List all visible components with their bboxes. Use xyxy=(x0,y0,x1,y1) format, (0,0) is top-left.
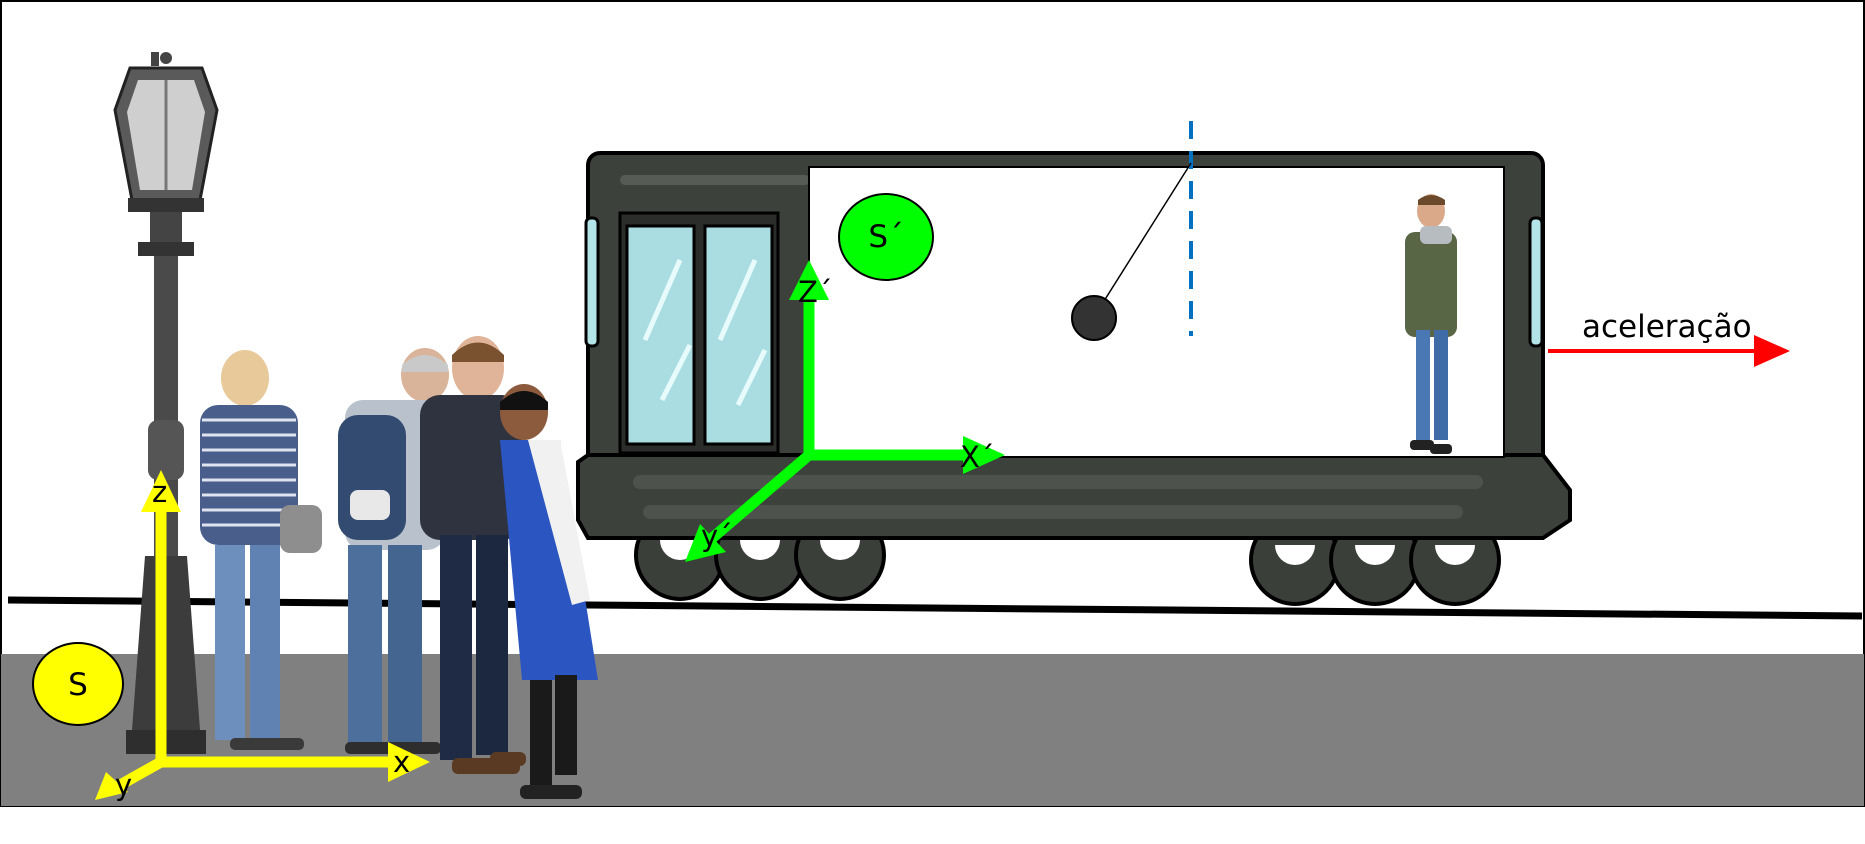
bystander-woman-blue-coat xyxy=(500,384,598,799)
pendulum-bob xyxy=(1071,295,1117,341)
axis-y xyxy=(117,757,164,790)
axis-y-prime-arrowhead xyxy=(685,524,726,562)
passenger-in-train xyxy=(1405,194,1457,454)
train-frame-axes xyxy=(685,260,1005,562)
ground-frame-badge xyxy=(32,642,124,726)
platform xyxy=(1,654,1864,806)
axis-y-prime-label: y´ xyxy=(701,519,733,553)
bystanders xyxy=(200,336,598,799)
train-frame-label: S´ xyxy=(868,219,903,255)
axis-x-prime-arrowhead xyxy=(963,436,1005,474)
acceleration-label: aceleração xyxy=(1582,309,1752,345)
axis-z-arrowhead xyxy=(141,470,181,512)
ground-frame-label: S xyxy=(68,667,88,703)
pendulum xyxy=(1071,121,1193,341)
axis-y-arrowhead xyxy=(95,772,128,800)
axis-x-label: x xyxy=(393,745,410,779)
rail-track xyxy=(7,596,1863,620)
bystander-woman-striped xyxy=(200,350,322,750)
axis-x-arrowhead xyxy=(388,742,430,782)
axis-y-label: y xyxy=(115,768,132,802)
axis-x-prime-label: X´ xyxy=(960,440,994,474)
axis-z-prime-label: Z´ xyxy=(798,275,832,309)
ground-frame-axes xyxy=(95,470,430,800)
train-frame-badge xyxy=(838,193,934,281)
train-wagon xyxy=(576,151,1572,606)
pendulum-string xyxy=(1103,162,1192,302)
axis-y-prime xyxy=(706,450,813,545)
street-lamp xyxy=(113,52,219,754)
axis-z-label: z xyxy=(152,475,167,509)
axis-z-prime-arrowhead xyxy=(789,260,829,300)
train-doors xyxy=(618,211,780,455)
bystander-man-sweater xyxy=(420,336,526,774)
